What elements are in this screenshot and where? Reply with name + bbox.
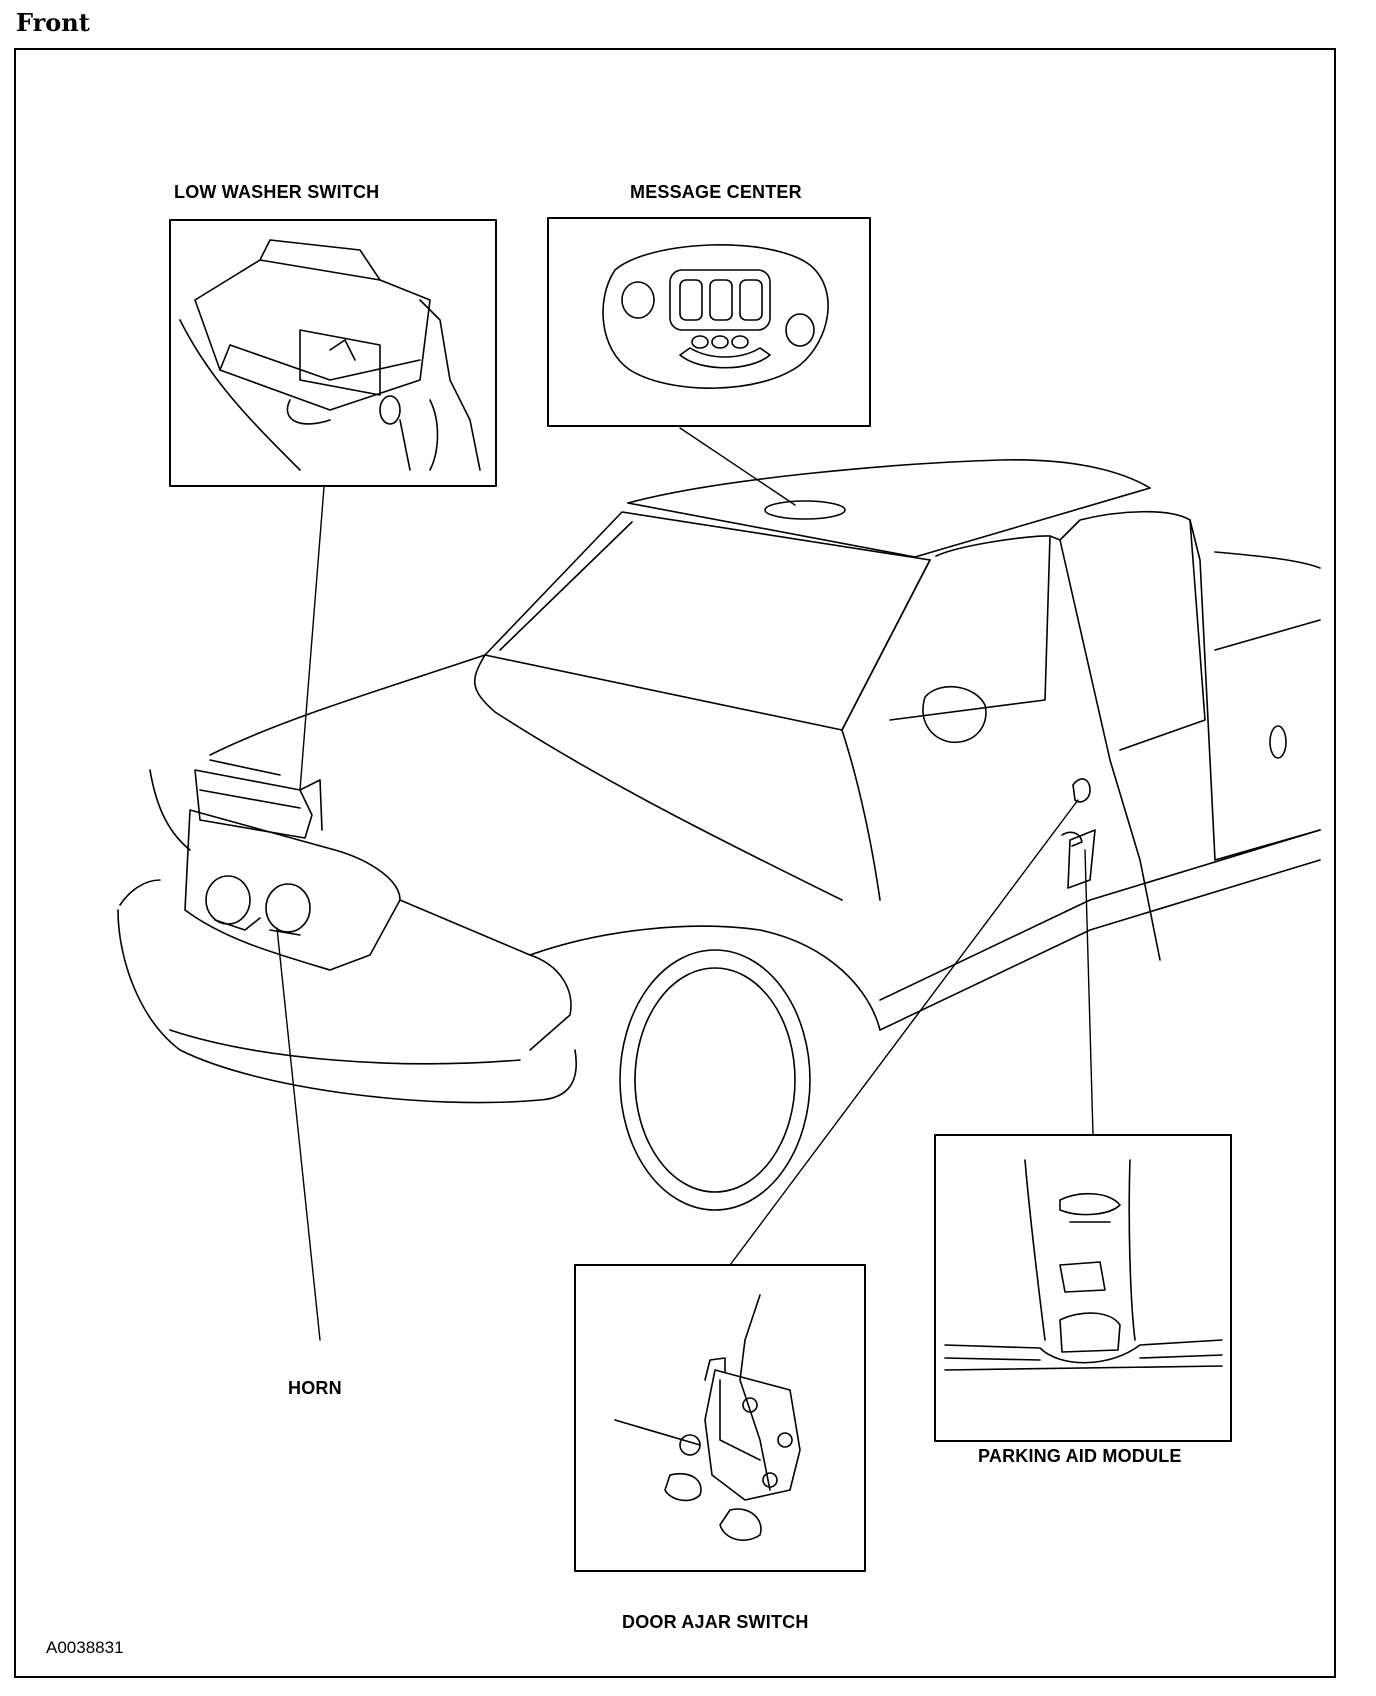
leader-lines	[276, 427, 1094, 1341]
label-parking-aid-module: PARKING AID MODULE	[978, 1446, 1182, 1466]
label-door-ajar-switch: DOOR AJAR SWITCH	[622, 1612, 809, 1632]
inset-door-ajar-switch	[574, 1264, 866, 1572]
label-horn: HORN	[288, 1378, 342, 1398]
inset-parking-aid-module	[934, 1134, 1232, 1442]
label-message-center: MESSAGE CENTER	[630, 182, 802, 202]
inset-low-washer-switch	[169, 219, 497, 487]
inset-message-center	[547, 217, 871, 427]
page-heading: Front	[16, 8, 90, 37]
diagram-frame	[14, 48, 1336, 1678]
figure-id: A0038831	[46, 1638, 124, 1657]
label-low-washer-switch: LOW WASHER SWITCH	[174, 182, 380, 202]
truck-illustration	[117, 458, 1321, 1211]
